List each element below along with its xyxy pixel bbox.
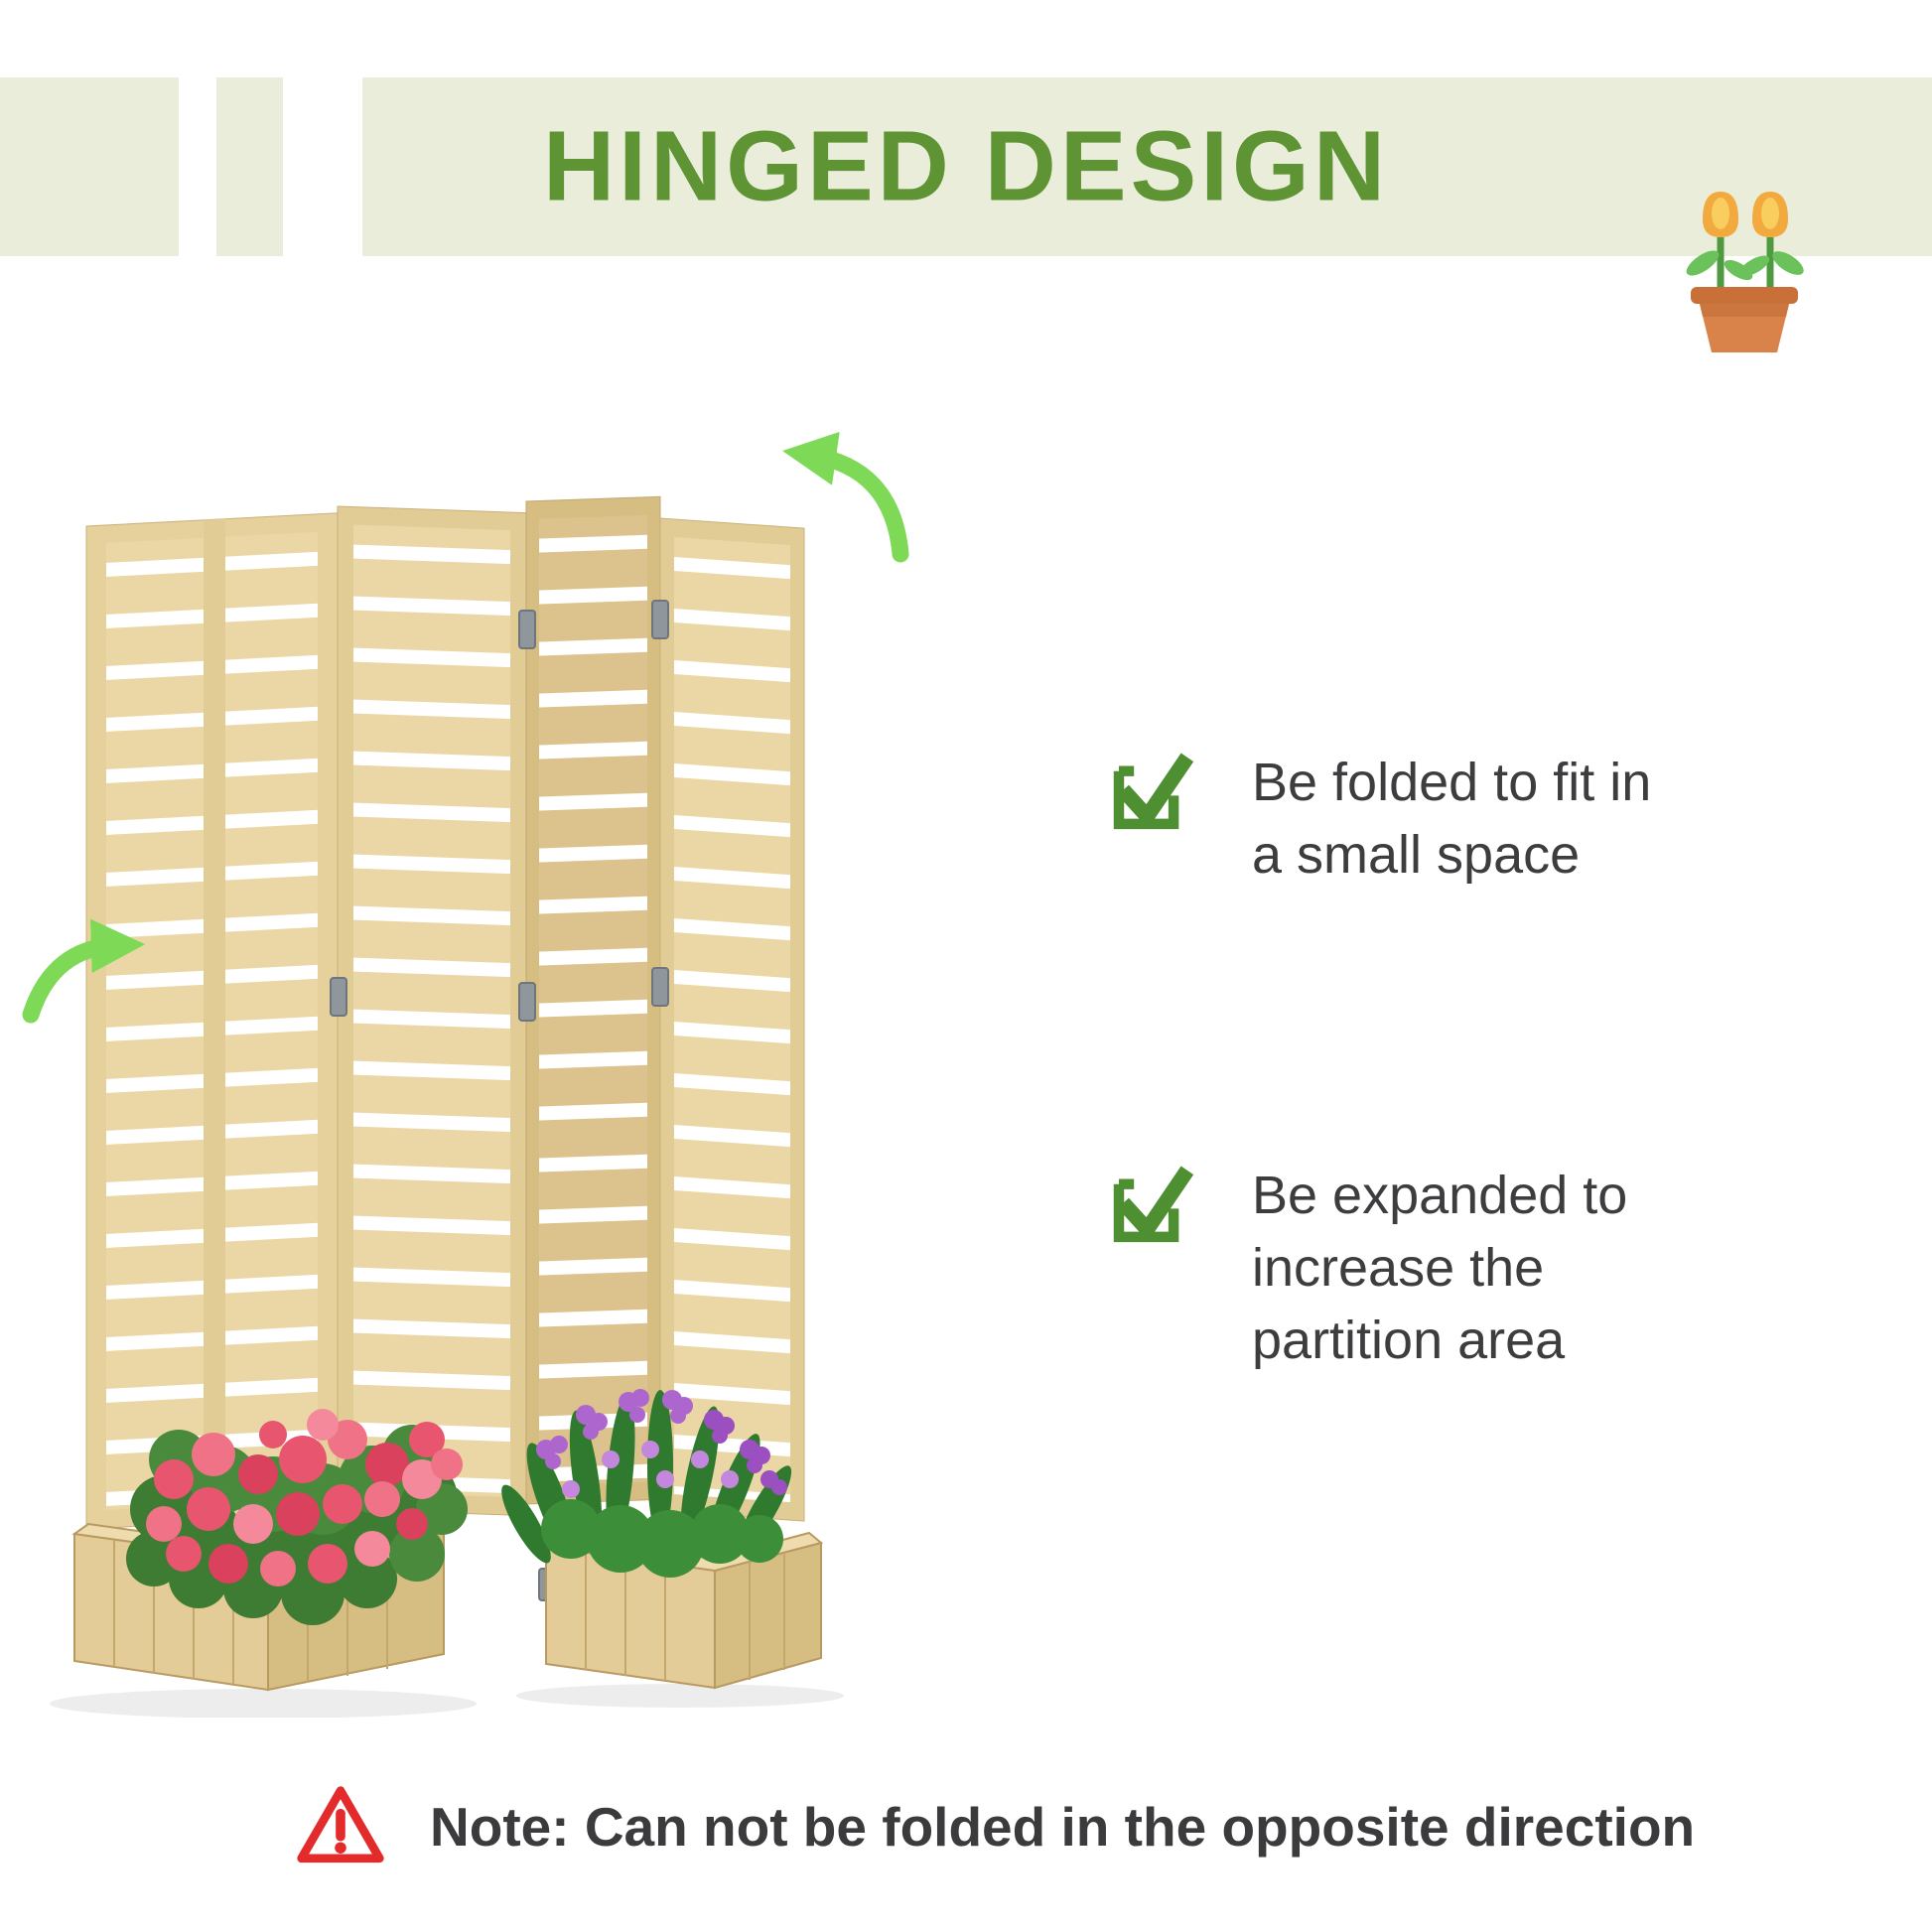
banner-stripe xyxy=(283,77,362,256)
flowers-purple xyxy=(501,1389,792,1578)
note-text: Note: Can not be folded in the opposite … xyxy=(430,1796,1696,1858)
product-image xyxy=(15,427,1008,1718)
feature-line: Be expanded to xyxy=(1252,1166,1628,1225)
banner-stripe xyxy=(179,77,216,256)
potted-tulips-icon xyxy=(1643,172,1842,365)
planter-right xyxy=(543,1531,824,1690)
fold-arrow-left xyxy=(22,918,146,1024)
feature-expand: Be expanded to increase the partition ar… xyxy=(1100,1160,1627,1377)
feature-fold-text: Be folded to fit in a small space xyxy=(1252,747,1651,892)
feature-fold: Be folded to fit in a small space xyxy=(1100,747,1651,892)
checkbox-check-icon xyxy=(1100,747,1194,841)
hinges xyxy=(330,600,669,1601)
warning-triangle-icon xyxy=(293,1782,388,1871)
feature-line: Be folded to fit in xyxy=(1252,753,1652,812)
screen-panel-2 xyxy=(337,505,527,1517)
flowers-pink xyxy=(126,1409,468,1625)
header-banner: HINGED DESIGN xyxy=(0,77,1932,352)
feature-line: increase the xyxy=(1252,1237,1545,1298)
feature-expand-text: Be expanded to increase the partition ar… xyxy=(1252,1160,1627,1377)
feature-line: partition area xyxy=(1252,1310,1566,1370)
checkbox-check-icon xyxy=(1100,1160,1194,1254)
fold-arrow-top xyxy=(782,431,909,563)
screen-panel-4 xyxy=(659,517,805,1522)
screen-panel-1 xyxy=(85,512,339,1530)
note-row: Note: Can not be folded in the opposite … xyxy=(293,1782,1695,1871)
screen-panel-3 xyxy=(525,495,661,1505)
page-title: HINGED DESIGN xyxy=(542,110,1390,222)
feature-line: a small space xyxy=(1252,824,1581,885)
